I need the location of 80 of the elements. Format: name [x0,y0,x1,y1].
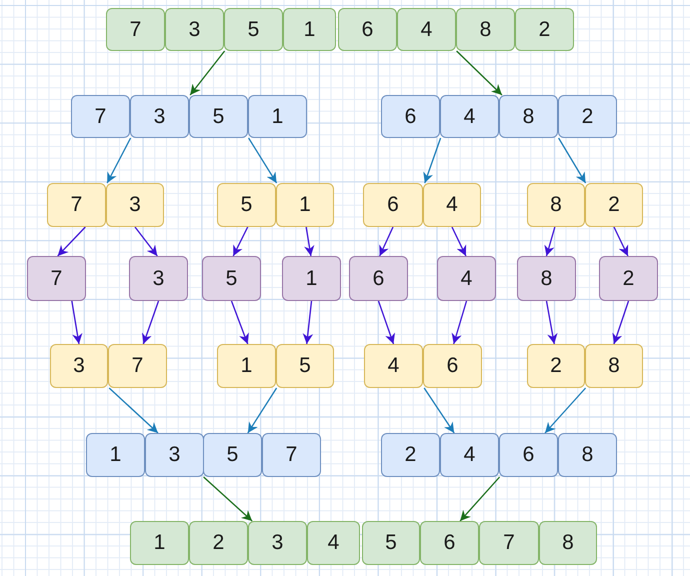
arrow [142,300,160,344]
array-cell: 8 [456,8,515,51]
array-cell: 1 [248,95,307,138]
arrow [424,388,455,434]
array-cell: 2 [189,521,248,565]
array-cell: 4 [307,521,360,565]
arrow [106,138,132,184]
array-cell: 4 [437,256,496,301]
array-cell: 6 [338,8,397,51]
array-cell: 1 [86,433,145,477]
arrow [378,300,395,344]
array-cell: 8 [527,183,585,227]
array-cell: 5 [362,521,420,565]
array-cell: 2 [558,95,617,138]
arrow [558,138,586,184]
array-cell: 6 [499,433,558,477]
arrow [423,138,442,184]
arrow [456,50,502,96]
array-cell: 1 [130,521,189,565]
arrow [134,226,158,256]
array-cell: 2 [585,183,643,227]
arrow [71,300,82,344]
array-cell: 2 [515,8,574,51]
array-cell: 1 [217,344,276,388]
arrow [451,226,466,256]
array-cell: 6 [363,183,423,227]
array-cell: 5 [224,8,283,51]
array-cell: 6 [420,521,479,565]
array-cell: 3 [165,8,224,51]
arrow [248,138,278,184]
arrow [304,226,314,256]
array-cell: 4 [423,183,481,227]
array-cell: 2 [381,433,440,477]
array-cell: 3 [130,95,189,138]
array-cell: 4 [440,433,499,477]
array-cell: 7 [262,433,321,477]
arrow [302,300,314,344]
array-cell: 8 [585,344,643,388]
array-cell: 3 [50,344,108,388]
arrow [247,388,278,434]
arrow [546,300,558,344]
arrow [452,300,468,344]
array-cell: 1 [276,183,334,227]
array-cell: 7 [479,521,539,565]
arrow [612,300,630,344]
array-cell: 2 [599,256,658,301]
array-cell: 8 [539,521,597,565]
array-cell: 6 [423,344,482,388]
array-cell: 7 [47,183,106,227]
array-cell: 8 [499,95,558,138]
array-cell: 3 [129,256,188,301]
array-cell: 4 [397,8,456,51]
array-cell: 8 [517,256,576,301]
array-cell: 6 [381,95,440,138]
arrow [379,226,394,256]
array-cell: 5 [202,256,261,301]
arrow [230,300,249,344]
arrow [232,226,248,256]
array-cell: 7 [71,95,130,138]
array-cell: 5 [189,95,248,138]
array-cell: 7 [27,256,86,301]
arrow [190,50,226,96]
array-cell: 5 [276,344,334,388]
array-cell: 1 [282,256,341,301]
array-cell: 3 [248,521,307,565]
array-cell: 7 [108,344,167,388]
array-cell: 4 [440,95,499,138]
arrow [203,476,253,522]
array-cell: 8 [558,433,617,477]
array-cell: 4 [364,344,423,388]
array-cell: 5 [203,433,262,477]
array-cell: 7 [106,8,165,51]
array-cell: 3 [106,183,164,227]
arrow [108,388,158,434]
arrow [544,388,586,434]
array-cell: 1 [283,8,336,51]
array-cell: 2 [527,344,585,388]
array-cell: 3 [145,433,204,477]
array-cell: 6 [349,256,408,301]
array-cell: 5 [217,183,276,227]
